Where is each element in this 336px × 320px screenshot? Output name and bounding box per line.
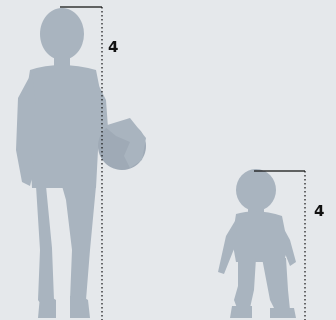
toddler-silhouette [218,169,296,318]
older-child-silhouette [16,8,108,318]
toddler-height-label: 4 [314,202,324,220]
older-child-height-label: 4 [108,38,118,56]
ball-shape [98,118,146,170]
